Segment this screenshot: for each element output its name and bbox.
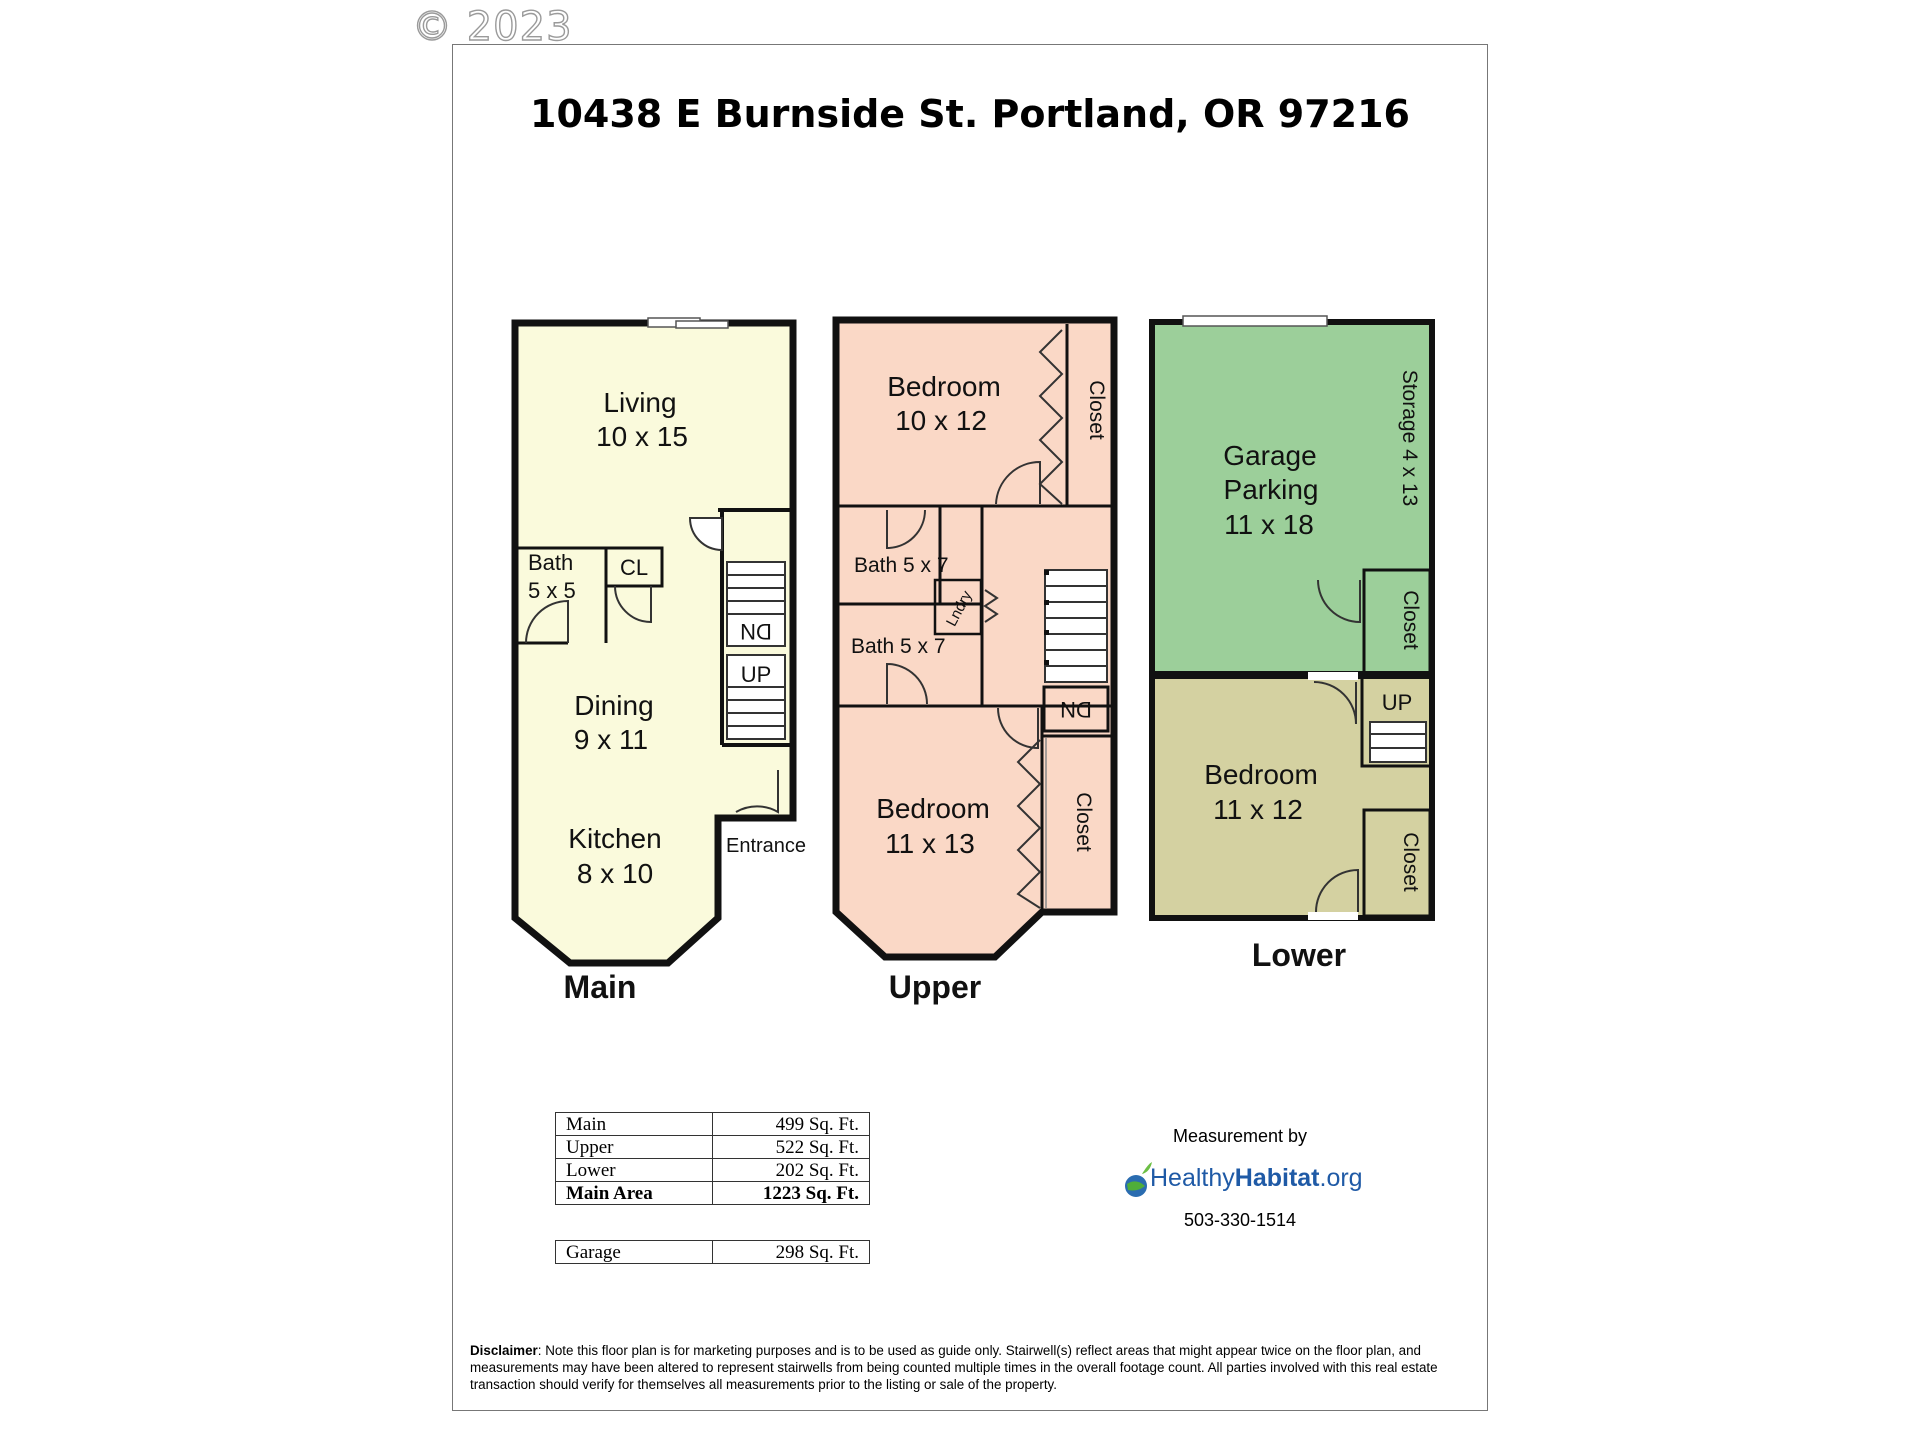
garage-name-2: Parking — [1224, 474, 1319, 505]
main-stairs-down — [726, 561, 786, 740]
lower-closet-label: Closet — [1399, 832, 1422, 892]
main-kitchen-name: Kitchen — [568, 823, 661, 854]
upper-closet2-doors — [1016, 739, 1042, 909]
upper-floor-label: Upper — [889, 969, 981, 1005]
upper-bedroom1-name: Bedroom — [887, 371, 1001, 402]
lower-bedroom-dims: 11 x 12 — [1213, 794, 1303, 825]
lower-stairs — [1369, 721, 1427, 763]
main-dining-name: Dining — [574, 690, 653, 721]
upper-floor: DN Bedroom 10 x 12 Closet Bath 5 x 7 Lnd… — [832, 316, 1118, 1005]
upper-stair-dn-label: DN — [1060, 697, 1092, 722]
upper-closet1-label: Closet — [1085, 380, 1108, 440]
main-stair-up-label: UP — [741, 662, 772, 687]
floor-plan-sheet — [452, 44, 1488, 1411]
main-dining-dims: 9 x 11 — [574, 724, 648, 755]
upper-bedroom2-dims: 11 x 13 — [885, 828, 975, 859]
garage-name-1: Garage — [1223, 440, 1316, 471]
upper-bedroom2-name: Bedroom — [876, 793, 990, 824]
logo-word-org: .org — [1319, 1164, 1363, 1192]
logo-wordmark: HealthyHabitat.org — [1150, 1164, 1363, 1193]
lower-floor: UP Garage Parking 11 x 18 Storage 4 x 13… — [1149, 315, 1435, 973]
upper-closet2-label: Closet — [1072, 792, 1095, 852]
lower-stair-walls — [1360, 678, 1430, 768]
garage-dims: 11 x 18 — [1224, 509, 1314, 540]
logo-word-habitat: Habitat — [1234, 1164, 1320, 1192]
main-floor-outline — [511, 319, 797, 967]
main-kitchen-dims: 8 x 10 — [577, 858, 653, 889]
main-living-name: Living — [603, 387, 676, 418]
lower-closet-box — [1362, 808, 1432, 918]
upper-bath2-label: Bath 5 x 7 — [851, 635, 946, 658]
main-bath-name: Bath — [528, 550, 573, 575]
main-living-dims: 10 x 15 — [596, 421, 688, 452]
upper-bedroom1-dims: 10 x 12 — [895, 405, 987, 436]
garage-window — [1182, 315, 1328, 327]
measurement-by-label: Measurement by — [1172, 1126, 1308, 1146]
main-closet-box — [604, 546, 664, 588]
healthy-habitat-logo: HealthyHabitat.org — [1120, 1160, 1380, 1200]
lower-floor-label: Lower — [1252, 937, 1346, 973]
property-address-title: 10438 E Burnside St. Portland, OR 97216 — [530, 92, 1410, 136]
disclaimer-body: : Note this floor plan is for marketing … — [470, 1343, 1438, 1392]
main-closet-label: CL — [620, 555, 648, 580]
upper-stairs — [1044, 569, 1108, 683]
logo-word-healthy: Healthy — [1150, 1164, 1235, 1192]
main-floor: DN UP Living 10 x 15 Bath 5 x 5 CL Dinin… — [511, 317, 806, 1005]
lower-bedroom-area — [1149, 673, 1435, 921]
lower-bedroom-name: Bedroom — [1204, 759, 1318, 790]
main-entrance-label: Entrance — [726, 835, 806, 857]
disclaimer-lead: Disclaimer — [470, 1343, 538, 1358]
upper-laundry-box — [933, 578, 983, 636]
globe-leaf-icon — [1125, 1162, 1152, 1197]
storage-label: Storage 4 x 13 — [1398, 370, 1421, 507]
main-floor-label: Main — [564, 969, 637, 1005]
upper-bath1-label: Bath 5 x 7 — [854, 554, 949, 577]
copyright-watermark: © 2023 — [411, 3, 573, 50]
garage-closet-label: Closet — [1399, 590, 1422, 650]
phone-number: 503-330-1514 — [1183, 1210, 1297, 1230]
upper-closet1-doors — [1038, 329, 1064, 505]
disclaimer-text: Disclaimer: Note this floor plan is for … — [470, 1342, 1480, 1393]
lower-stair-up-label: UP — [1382, 690, 1413, 715]
main-bath-dims: 5 x 5 — [528, 578, 576, 603]
main-stair-dn-label: DN — [740, 619, 772, 644]
